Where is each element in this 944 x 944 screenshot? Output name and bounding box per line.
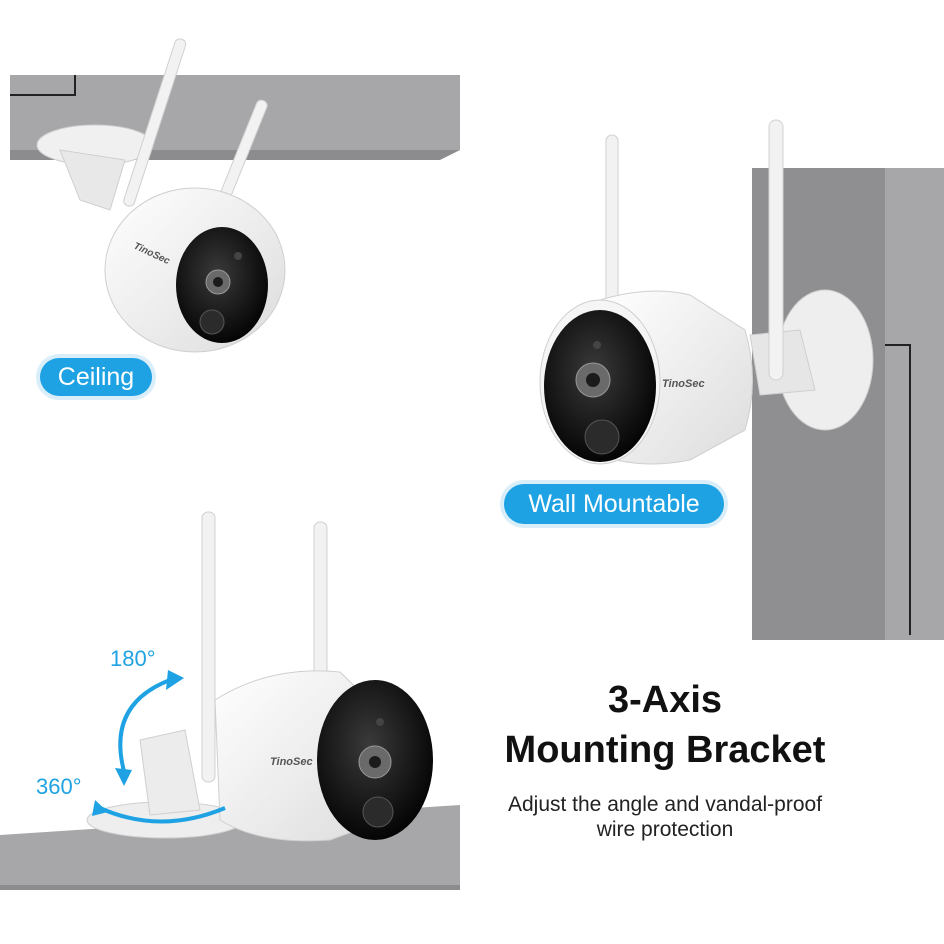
description-line-2: wire protection [596, 818, 734, 841]
brand-mark-shelf: TinoSec [270, 756, 313, 768]
vertical-rotation-label: 180° [110, 646, 156, 671]
ceiling-label: Ceiling [40, 358, 152, 396]
shelf-camera [86, 511, 433, 842]
headline-line-2: Mounting Bracket [504, 729, 826, 771]
description-line-1: Adjust the angle and vandal-proof [507, 793, 823, 816]
ceiling-camera [36, 38, 286, 353]
wall-camera [539, 119, 874, 465]
headline-line-1: 3-Axis [607, 679, 723, 721]
horizontal-rotation-label: 360° [36, 774, 82, 799]
brand-mark-wall: TinoSec [662, 378, 705, 390]
wall-mountable-label: Wall Mountable [504, 484, 724, 524]
